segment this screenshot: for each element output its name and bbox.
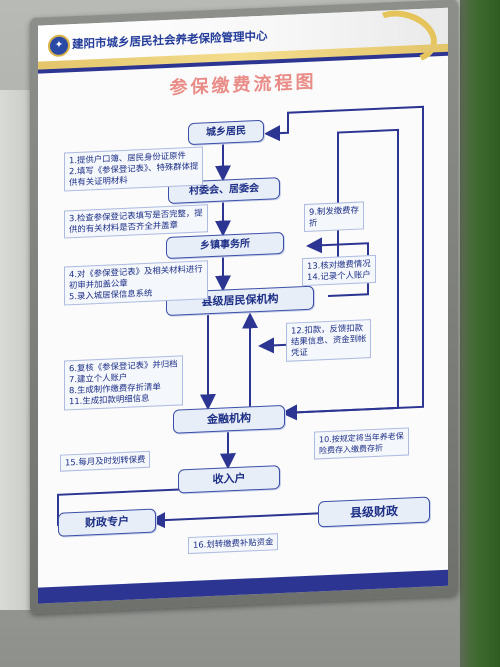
note-step-12: 12.扣款，反馈扣款 结果信息、资金到帐 凭证 (286, 319, 372, 362)
node-fiscal-special-account: 财政专户 (58, 508, 156, 537)
node-financial-institution: 金融机构 (173, 404, 285, 434)
note-steps-6-11: 6.复核《参保登记表》并归档 7.建立个人账户 8.生成制作缴费存折清单 11.… (64, 355, 183, 411)
node-county-finance: 县级财政 (318, 496, 430, 528)
node-income-account: 收入户 (178, 465, 280, 494)
note-step-10: 10.按规定将当年养老保 险费存入缴费存折 (314, 427, 409, 460)
notice-board-frame: ✦ 建阳市城乡居民社会养老保险管理中心 参保缴费流程图 (30, 0, 458, 615)
note-steps-1-2: 1.提供户口簿、居民身份证原件 2.填写《参保登记表》、特殊群体提 供有关证明材… (64, 146, 204, 192)
node-residents: 城乡居民 (188, 119, 264, 146)
green-door-frame (460, 0, 500, 667)
flowchart-panel: ✦ 建阳市城乡居民社会养老保险管理中心 参保缴费流程图 (38, 2, 448, 604)
note-step-9: 9.制发缴费存 折 (304, 201, 364, 233)
note-steps-13-14: 13.核对缴费情况 14.记录个人账户 (302, 254, 376, 287)
note-steps-4-5: 4.对《参保登记表》及相关材料进行 初审并加盖公章 5.录入城居保信息系统 (64, 260, 208, 306)
